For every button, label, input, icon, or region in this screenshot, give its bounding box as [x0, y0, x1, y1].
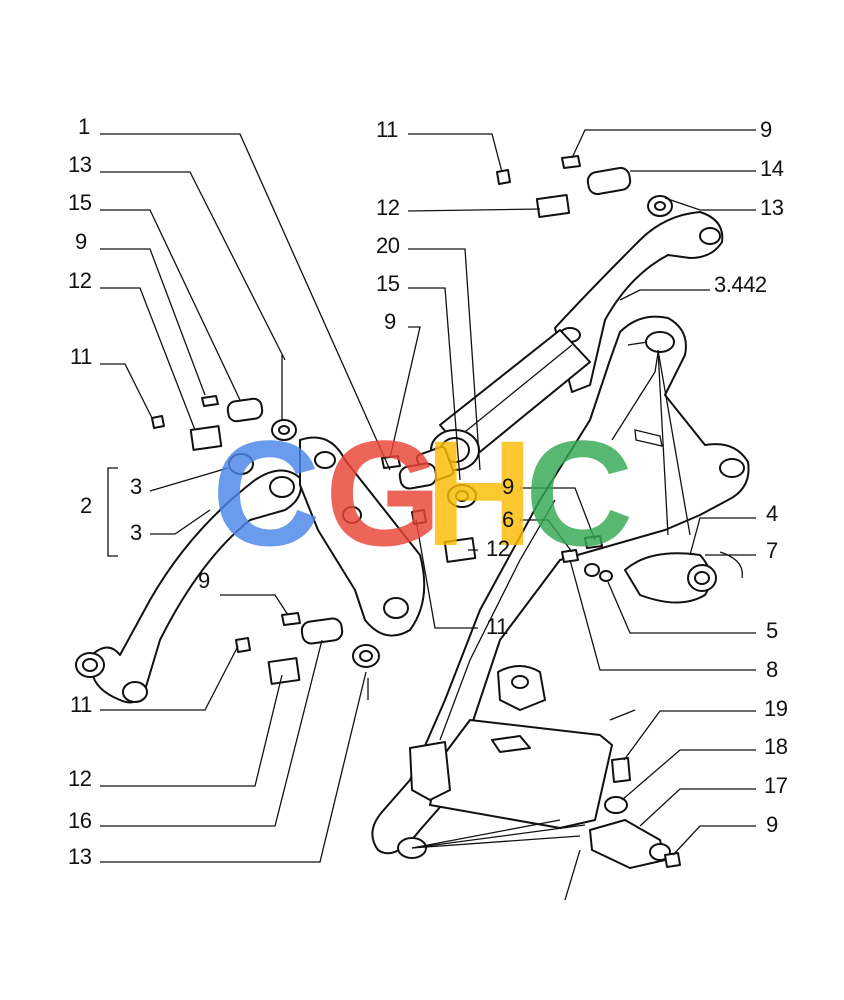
callout-11: 11: [70, 344, 92, 369]
watermark-letter-3: H: [425, 409, 533, 577]
bell-crank-plate: [299, 436, 426, 637]
callout-15: 15: [376, 271, 400, 296]
callout-16: 16: [68, 808, 92, 833]
bucket-pivot-block: [397, 665, 613, 859]
callout-12: 12: [376, 195, 400, 220]
callout-18: 18: [764, 734, 788, 759]
callout-13: 13: [760, 195, 784, 220]
callout-12: 12: [68, 268, 92, 293]
small-hardware: [151, 155, 717, 869]
callout-9: 9: [766, 812, 778, 837]
callout-8: 8: [766, 657, 778, 682]
callout-9: 9: [75, 229, 87, 254]
callout-9: 9: [502, 474, 514, 499]
upper-boom-arm: [554, 211, 724, 393]
callout-13: 13: [68, 844, 92, 869]
callout-11: 11: [486, 614, 508, 639]
callout-5: 5: [766, 618, 778, 643]
callout-14: 14: [760, 156, 784, 181]
callout-9: 9: [198, 568, 210, 593]
loader-main-frame: [371, 315, 750, 855]
watermark-letter-4: C: [525, 409, 633, 577]
callout-15: 15: [68, 190, 92, 215]
callout-12: 12: [68, 766, 92, 791]
callout-19: 19: [764, 696, 788, 721]
callout-3: 3: [130, 520, 142, 545]
watermark-letter-1: C: [212, 409, 320, 577]
watermark: C G H C: [212, 409, 633, 577]
callout-11: 11: [70, 692, 92, 717]
callout-9: 9: [384, 309, 396, 334]
callout-20: 20: [376, 233, 400, 258]
callout-6: 6: [502, 507, 514, 532]
callout-3: 3: [130, 474, 142, 499]
leader-lines: [100, 129, 756, 901]
callout-13: 13: [68, 152, 92, 177]
callout-17: 17: [764, 773, 788, 798]
lower-link-arm: [75, 453, 302, 704]
watermark-letter-2: G: [325, 409, 442, 577]
callout-1: 1: [78, 114, 90, 139]
callout-7: 7: [766, 538, 778, 563]
callout-2: 2: [80, 493, 92, 518]
callout-11: 11: [376, 117, 398, 142]
callout-3442: 3.442: [714, 272, 767, 297]
callout-4: 4: [766, 501, 778, 526]
callout-12: 12: [486, 536, 510, 561]
callout-labels: 1 13 15 9 12 11 3 2 3 9 11 12 16 13 11 1…: [68, 114, 788, 869]
callout-9: 9: [760, 117, 772, 142]
